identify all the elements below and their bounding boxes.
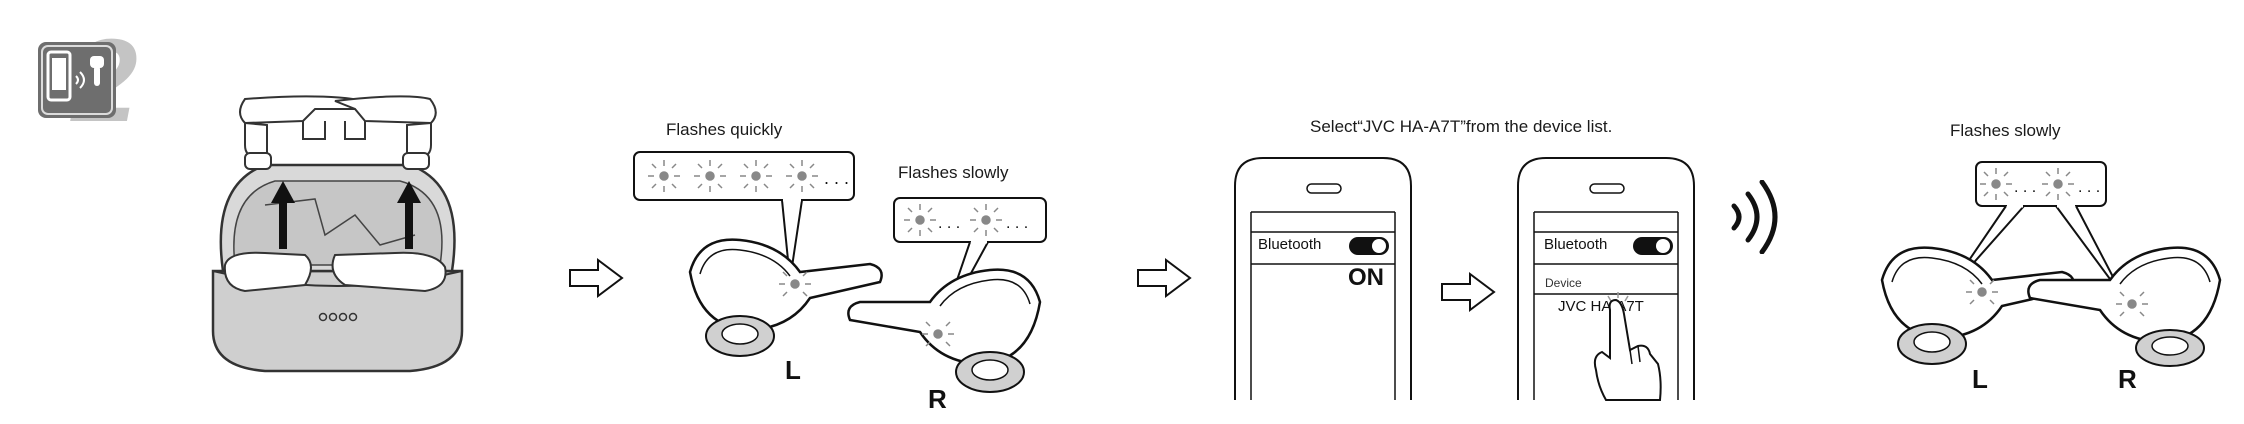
- bluetooth-label: Bluetooth: [1544, 236, 1608, 253]
- svg-text:. . .: . . .: [1006, 215, 1028, 232]
- phone-bluetooth-on-illustration: [1234, 157, 1412, 400]
- bluetooth-on-indicator: ON: [1348, 264, 1384, 291]
- wireless-signal-icon: [1731, 180, 1778, 254]
- outline-right-arrow-icon: [1441, 272, 1496, 312]
- outline-right-arrow-icon: [569, 258, 624, 298]
- svg-text:. . .: . . .: [824, 168, 849, 188]
- device-list-caption: Device: [1545, 276, 1582, 290]
- phone-earbud-bluetooth-icon: [38, 42, 116, 118]
- outline-right-arrow-icon: [1137, 258, 1192, 298]
- svg-text:. . .: . . .: [2014, 179, 2036, 196]
- bluetooth-toggle[interactable]: [1632, 236, 1674, 256]
- bluetooth-toggle[interactable]: [1348, 236, 1390, 256]
- left-earbud-illustration: [688, 238, 883, 357]
- right-earbud-label: R: [928, 384, 947, 414]
- connected-slow-flash-bubble: . . . . . .: [1946, 161, 2125, 299]
- connected-left-earbud-illustration: [1880, 246, 2075, 365]
- connected-flashes-slowly-label: Flashes slowly: [1950, 121, 2061, 140]
- phone-device-list-illustration: [1517, 157, 1695, 400]
- quick-flash-bubble: . . .: [633, 151, 855, 281]
- svg-text:. . .: . . .: [938, 215, 960, 232]
- flashes-slowly-label: Flashes slowly: [898, 163, 1009, 182]
- svg-text:. . .: . . .: [2078, 179, 2100, 196]
- connected-right-earbud-illustration: [2027, 246, 2222, 367]
- left-earbud-label: L: [785, 355, 801, 385]
- connected-left-earbud-label: L: [1972, 364, 1988, 394]
- charging-case-illustration: [211, 95, 464, 373]
- right-earbud-illustration: [847, 268, 1042, 393]
- bluetooth-label: Bluetooth: [1258, 236, 1322, 253]
- connected-right-earbud-label: R: [2118, 364, 2137, 394]
- device-list-instruction: Select“JVC HA-A7T”from the device list.: [1310, 117, 1613, 136]
- flashes-quickly-label: Flashes quickly: [666, 120, 783, 139]
- pointing-hand-icon: [1593, 292, 1662, 401]
